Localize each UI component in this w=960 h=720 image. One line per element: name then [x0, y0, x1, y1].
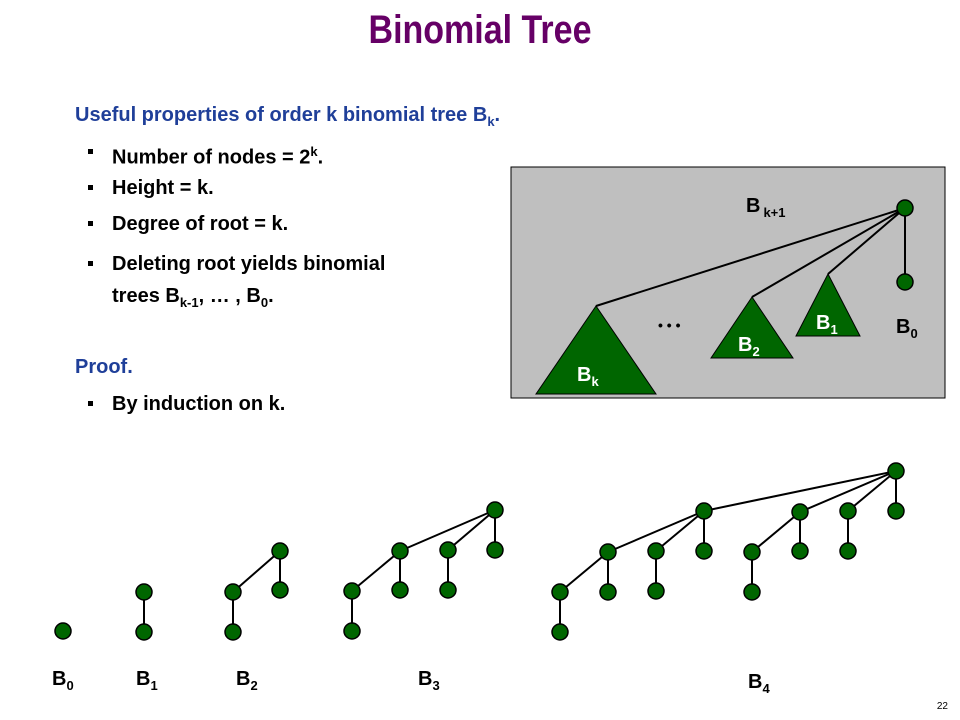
tree-label-b3: B3 [418, 668, 440, 693]
page-number: 22 [936, 701, 948, 712]
subtree-b0-label: B0 [896, 316, 918, 341]
b4-node-10 [647, 542, 665, 560]
b3-node-0 [486, 501, 504, 519]
tree-edge [232, 550, 281, 593]
bullet-marker [88, 401, 93, 406]
b4-node-8 [695, 502, 713, 520]
tree-edge [751, 511, 801, 553]
subtree-b2-triangle [710, 296, 794, 359]
tree-label-b2: B2 [236, 668, 258, 693]
b4-node-9 [695, 542, 713, 560]
b3-node-3 [439, 581, 457, 599]
tree-edge [607, 510, 705, 553]
b4-node-15 [551, 623, 569, 641]
bullet-text: Deleting root yields binomial [112, 253, 386, 275]
bullet-marker [88, 185, 93, 190]
bullet-end: . [268, 285, 274, 307]
edge [827, 207, 906, 275]
bullet-sub: k-1 [179, 295, 199, 310]
b0-node [896, 273, 914, 291]
tree-edge [559, 551, 609, 593]
b1-node-0 [135, 583, 153, 601]
b2-node-2 [224, 583, 242, 601]
properties-heading-text: Useful properties of order k binomial tr… [75, 104, 488, 126]
bullet-marker [88, 149, 93, 154]
bullet-sub: 0 [260, 295, 269, 310]
b4-node-1 [887, 502, 905, 520]
root-node [896, 199, 914, 217]
edge [595, 207, 906, 307]
b3-node-7 [343, 622, 361, 640]
tree-edge [351, 550, 401, 592]
subtree-b1-triangle [795, 272, 861, 337]
tree-label-b0: B0 [52, 668, 74, 693]
b3-node-5 [391, 581, 409, 599]
tree-edge [847, 470, 897, 512]
tree-edge [399, 509, 496, 552]
bullet-text: Degree of root = k. [112, 213, 289, 235]
tree-edge [655, 510, 705, 552]
bullet-mid: , … , B [198, 285, 261, 307]
edge [751, 207, 906, 298]
tree-edge [799, 470, 897, 513]
subtree-bk-label: Bk [577, 364, 599, 389]
subtree-bk-triangle [535, 305, 657, 395]
properties-heading: Useful properties of order k binomial tr… [75, 104, 501, 129]
b4-node-5 [791, 542, 809, 560]
ellipsis: • • • [658, 317, 681, 333]
b4-node-7 [743, 583, 761, 601]
bullet-text: By induction on k. [112, 393, 286, 415]
b3-node-6 [343, 582, 361, 600]
b2-node-1 [271, 581, 289, 599]
b4-node-6 [743, 543, 761, 561]
b4-node-14 [551, 583, 569, 601]
b4-node-2 [839, 502, 857, 520]
b2-node-0 [271, 542, 289, 560]
bullet-text: Height = k. [112, 177, 214, 199]
b3-node-2 [439, 541, 457, 559]
bullet-text: Number of nodes = 2 [112, 146, 311, 169]
b1-node-1 [135, 623, 153, 641]
b4-node-12 [599, 543, 617, 561]
b4-node-11 [647, 582, 665, 600]
bullet-marker [88, 261, 93, 266]
b0-node-0 [54, 622, 72, 640]
subtree-b2-label: B2 [738, 334, 760, 359]
bullet-text-line2: trees B [112, 285, 180, 307]
b4-node-3 [839, 542, 857, 560]
tree-edge [447, 509, 496, 551]
tree-edge [703, 470, 897, 512]
tree-label-b4: B4 [748, 671, 770, 696]
b3-node-1 [486, 541, 504, 559]
b4-node-0 [887, 462, 905, 480]
b4-node-4 [791, 503, 809, 521]
b3-node-4 [391, 542, 409, 560]
properties-heading-sub: k [487, 114, 495, 129]
b4-node-13 [599, 583, 617, 601]
bullet-sup: k [310, 144, 318, 159]
bullet-end: . [317, 146, 324, 169]
proof-heading: Proof. [75, 356, 133, 378]
bullet-marker [88, 221, 93, 226]
slide-title: Binomial Tree [368, 8, 592, 52]
tree-label-b1: B1 [136, 668, 158, 693]
subtree-b1-label: B1 [816, 312, 838, 337]
b2-node-3 [224, 623, 242, 641]
